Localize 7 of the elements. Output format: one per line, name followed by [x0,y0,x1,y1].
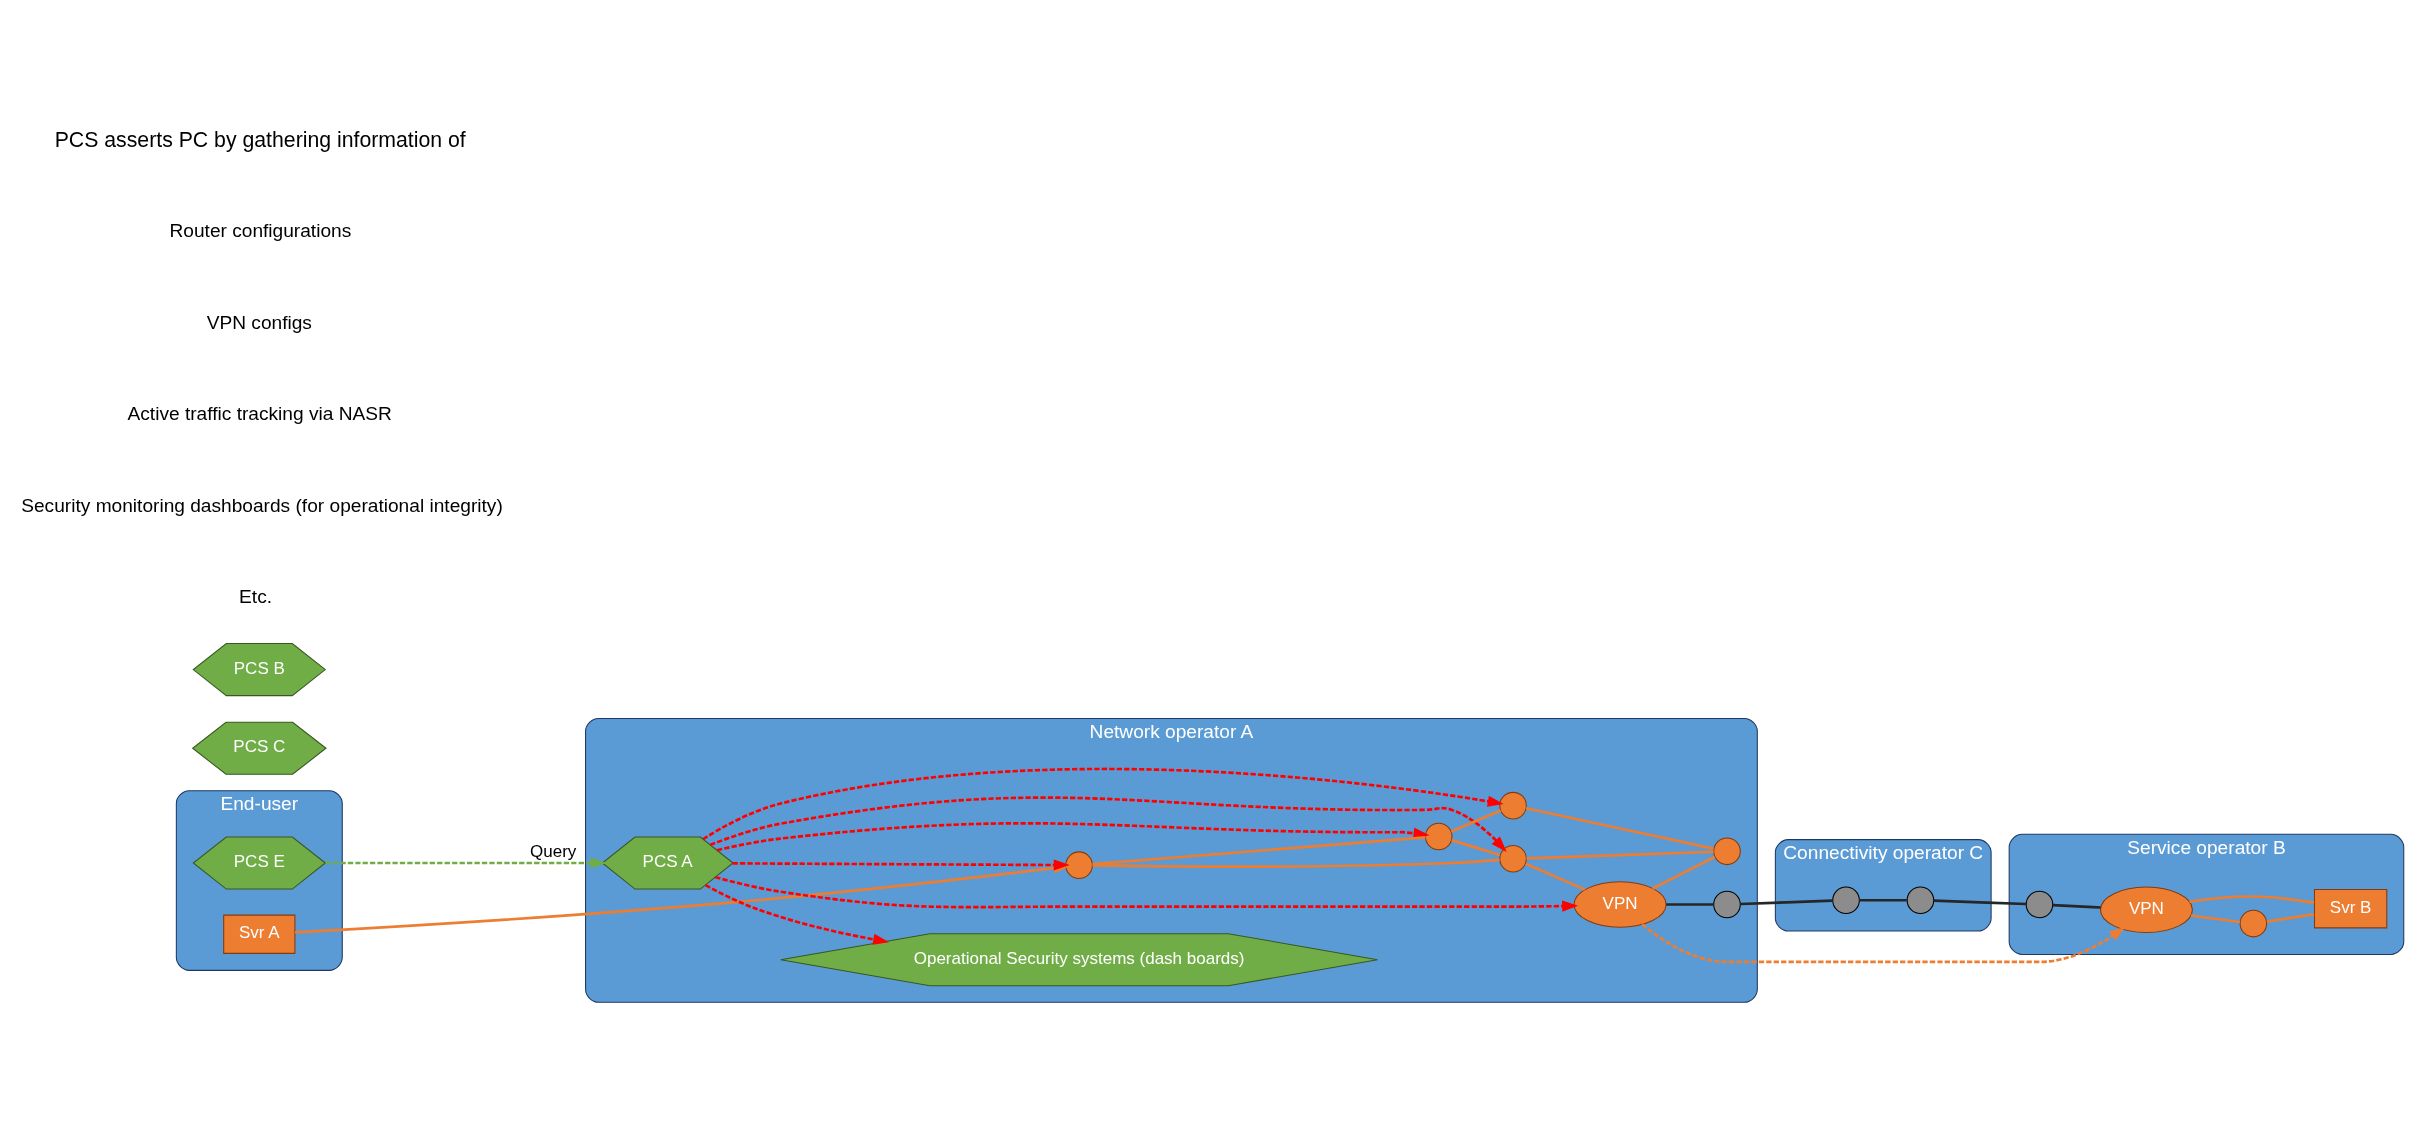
label: Router configurations [169,220,352,242]
edge-label: Query [530,842,577,862]
label: PCS asserts PC by gathering information of [54,127,466,152]
label: Security monitoring dashboards (for operational integrity) [21,494,503,516]
label: VPN configs [206,311,312,333]
label: Active traffic tracking via NASR [127,403,392,425]
label: Etc. [239,586,273,608]
